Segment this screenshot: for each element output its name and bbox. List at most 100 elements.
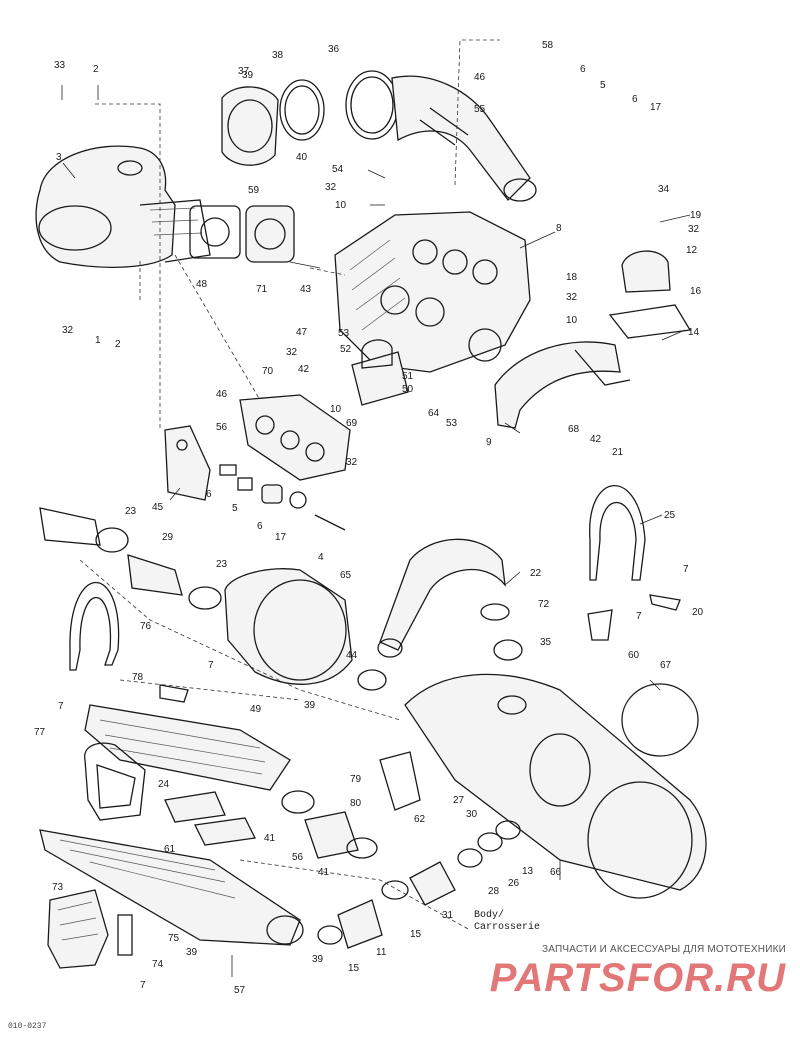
callout-label: 77 [34,727,46,738]
callout-label: 46 [474,72,486,83]
callout-label: 49 [250,704,262,715]
callout-label: 4 [318,552,324,563]
callout-label: 68 [568,424,580,435]
callout-label: 15 [410,929,422,940]
water-jacket-manifold [239,394,351,481]
engine-mount-bracket [494,341,631,429]
callout-label: 17 [275,532,287,543]
callout-label: 32 [62,325,74,336]
callout-label: 70 [262,366,274,377]
callout-label: 7 [140,980,146,991]
callout-label: 32 [325,182,337,193]
callout-label: 32 [688,224,700,235]
callout-label: 60 [628,650,640,661]
callout-label: 17 [650,102,662,113]
strap-76 [69,581,189,703]
callout-label: 57 [234,985,246,996]
callout-label: 27 [453,795,465,806]
callout-label: 42 [590,434,602,445]
callout-label: 37 [238,66,250,77]
callout-label: 66 [550,867,562,878]
callout-label: 53 [446,418,458,429]
upper-gasket-rings [221,70,399,166]
callout-label: 23 [216,559,228,570]
callout-label: 22 [530,568,542,579]
support-bracket-left [164,425,211,501]
callout-label: 7 [636,611,642,622]
exhaust-outlet-hose [377,538,506,658]
callout-label: 21 [612,447,624,458]
callout-label: 65 [340,570,352,581]
callout-label: 10 [330,404,342,415]
callout-label: 33 [54,60,66,71]
rubber-mount-center [351,339,409,406]
callout-label: 7 [208,660,214,671]
muffler-main [404,673,707,899]
callout-label: 36 [328,44,340,55]
callout-label: 7 [683,564,689,575]
callout-label: 51 [402,371,414,382]
callout-label: 6 [580,64,586,75]
callout-label: 9 [486,437,492,448]
clamp-44 [357,669,387,691]
callout-label: 1 [95,335,101,346]
callout-label: 23 [125,506,137,517]
callout-label: 24 [158,779,170,790]
callout-label: 8 [556,223,562,234]
bottom-guard-57 [39,829,304,946]
callout-label: 10 [566,315,578,326]
support-73 [47,889,133,969]
callout-label: 11 [376,947,387,958]
callout-label: 59 [248,185,260,196]
callout-label: 12 [686,245,698,256]
callout-label: 7 [58,701,64,712]
callout-label: 67 [660,660,672,671]
body-note-line: Carrosserie [474,922,541,933]
exhaust-hose-left [39,507,222,610]
callout-label: 56 [216,422,228,433]
callout-label: 2 [93,64,99,75]
callout-label: 72 [538,599,550,610]
callout-label: 20 [692,607,704,618]
callout-label: 42 [298,364,310,375]
strap-67 [621,683,699,757]
callout-label: 6 [257,521,263,532]
callout-label: 47 [296,327,308,338]
callout-label: 53 [338,328,350,339]
callout-label: 75 [168,933,180,944]
callout-label: 29 [162,532,174,543]
exhaust-flange-plate [245,205,321,269]
outlet-fitting-31 [381,820,521,906]
callout-label: 76 [140,621,152,632]
callout-label: 79 [350,774,362,785]
callout-label: 6 [632,94,638,105]
callout-label: 18 [566,272,578,283]
figure-code: 010-0237 [8,1022,47,1031]
callout-label: 44 [346,650,358,661]
manifold-gasket [189,205,241,259]
strap-25 [587,485,681,641]
callout-label: 6 [206,489,212,500]
callout-label: 28 [488,886,500,897]
callout-label: 48 [196,279,208,290]
callout-label: 73 [52,882,64,893]
callout-label: 13 [522,866,534,877]
callout-label: 14 [688,327,700,338]
callout-label: 69 [346,418,358,429]
callout-label: 64 [428,408,440,419]
gasket-frame-24 [84,742,146,821]
callout-leaders [61,85,691,977]
callout-label: 32 [346,457,358,468]
callout-label: 15 [348,963,360,974]
callout-label: 71 [256,284,268,295]
callout-label: 78 [132,672,144,683]
callout-label: 34 [658,184,670,195]
body-reference-note: Body/ Carrosserie [474,910,540,934]
callout-label: 32 [566,292,578,303]
callout-label: 35 [540,637,552,648]
callout-label: 5 [600,80,606,91]
callout-label: 5 [232,503,238,514]
callout-label: 41 [318,867,330,878]
callout-label: 80 [350,798,362,809]
